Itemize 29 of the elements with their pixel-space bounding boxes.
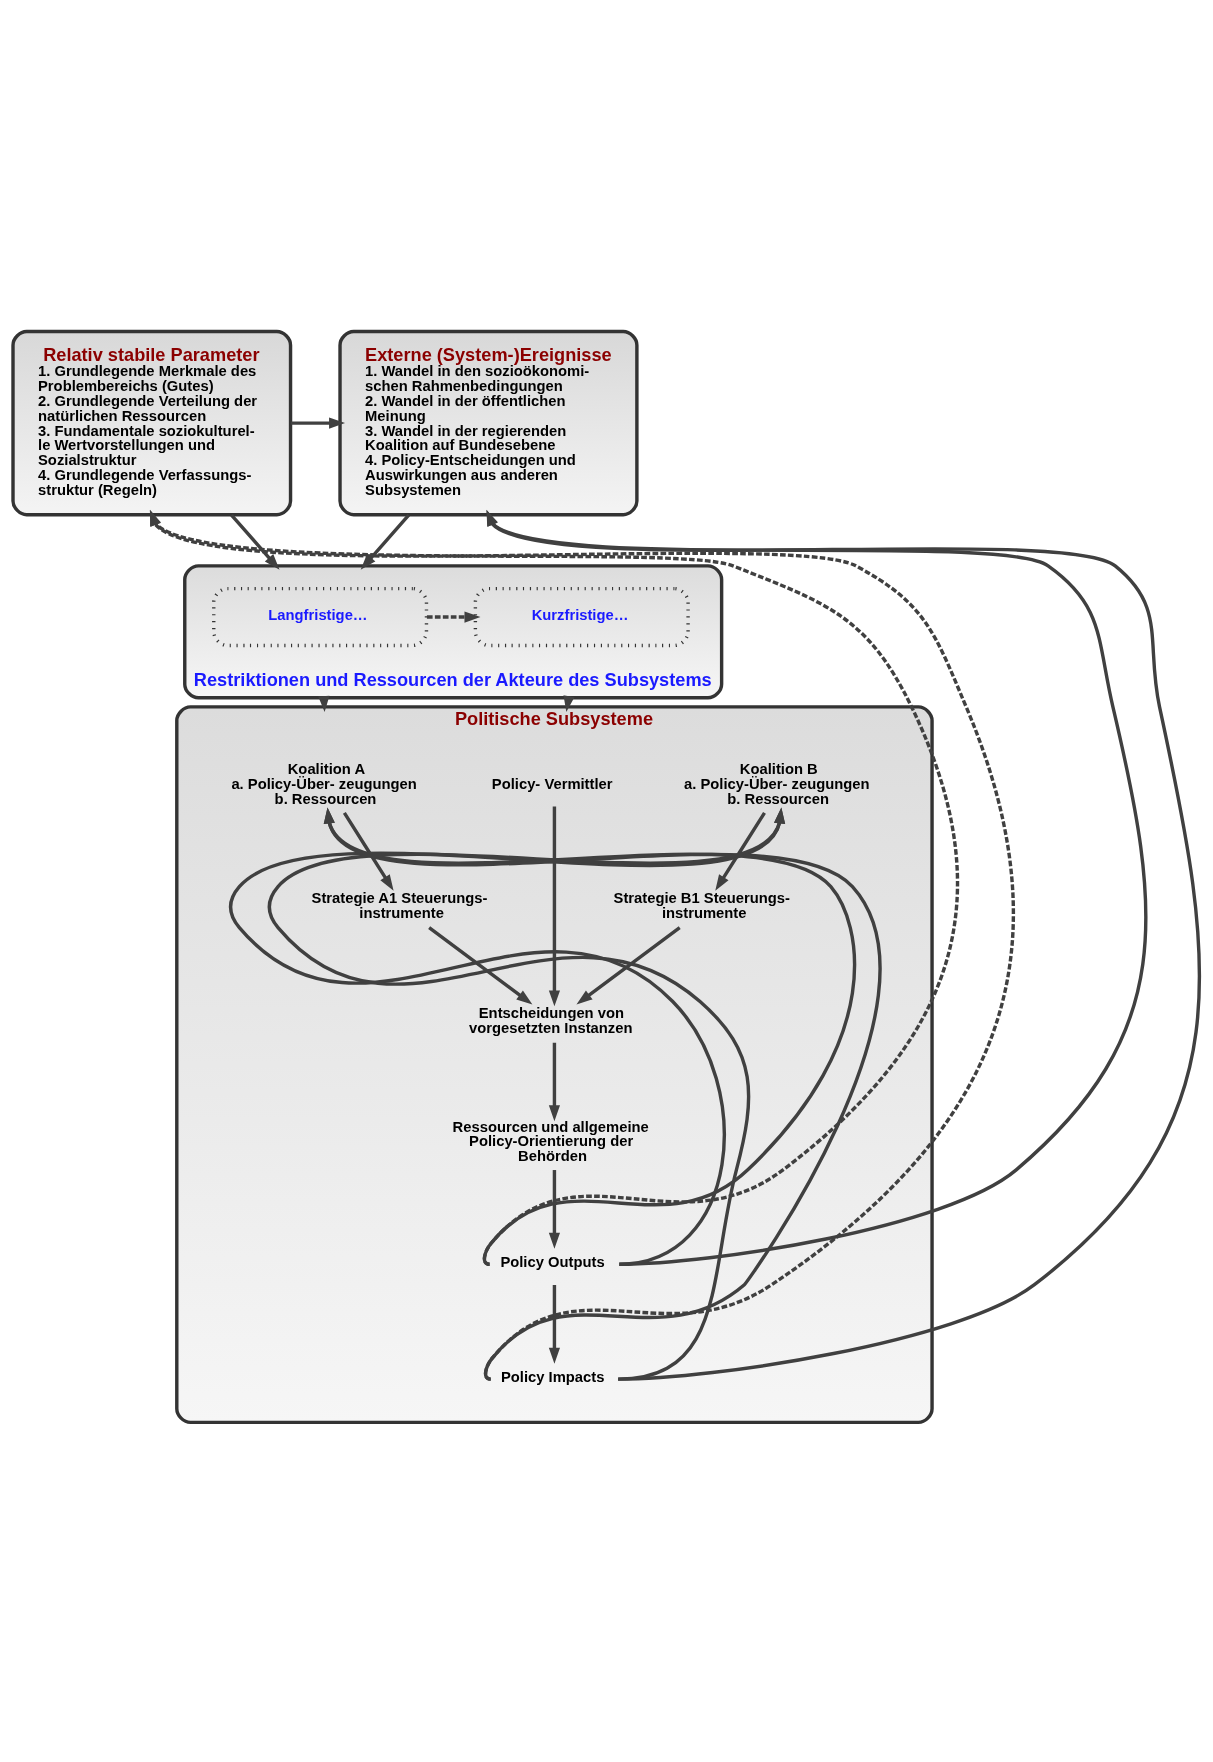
arrow [342,811,394,891]
arrow [290,417,346,429]
arrow [149,509,959,1265]
arrow [548,1169,560,1249]
node-box: Langfristige… [212,586,429,647]
arrow [428,925,533,1004]
node-box: Kurzfristige… [473,586,690,647]
node-box: Externe (System-)Ereignisse 1. Wandel in den sozioökonomi- schen Rahmenbedingungen 2. Wandel in der öffentlichen Meinung 3. Wandel in der regierenden Koalition auf Bundesebene 4. Policy-Entscheidungen und Auswirkungen aus anderen Subsystemen [338,329,639,516]
arrow [715,811,766,891]
arrow [230,513,280,570]
node-text: Koalition B a. Policy-Über- zeugungen b. Ressourcen [684,760,870,807]
node-text: Koalition A a. Policy-Über- zeugungen b. Ressourcen [231,760,417,807]
node-text: Policy Impacts [500,1368,605,1385]
node-text: Ressourcen und allgemeine Policy-Orientierung der Behörden [452,1118,649,1164]
arrow [360,513,410,570]
node-box: Relativ stabile Parameter 1. Grundlegende Merkmale des Problembereichs (Gutes) 2. Grundlegende Verteilung der natürlichen Ressourcen 3. Fundamentale soziokulturel- le Wertvorstellungen und Sozialstruktur 4. Grundlegende Verfassungs- struktur (Regeln) [11,329,293,516]
node-text: Strategie B1 Steuerungs- instrumente [613,889,790,921]
arrow [576,925,681,1004]
node-text: Entscheidungen von vorgesetzten Instanzen [469,1004,633,1036]
arrow [150,509,1015,1379]
arrow [548,1042,560,1121]
node-text: Policy- Vermittler [491,775,613,792]
node-text: Strategie A1 Steuerungs- instrumente [311,889,488,921]
arrow [486,509,1201,1381]
arrow [548,1284,560,1364]
node-text: Policy Outputs [500,1253,605,1270]
arrow [548,806,560,1006]
arrow [426,610,481,623]
arrow [486,509,1148,1266]
